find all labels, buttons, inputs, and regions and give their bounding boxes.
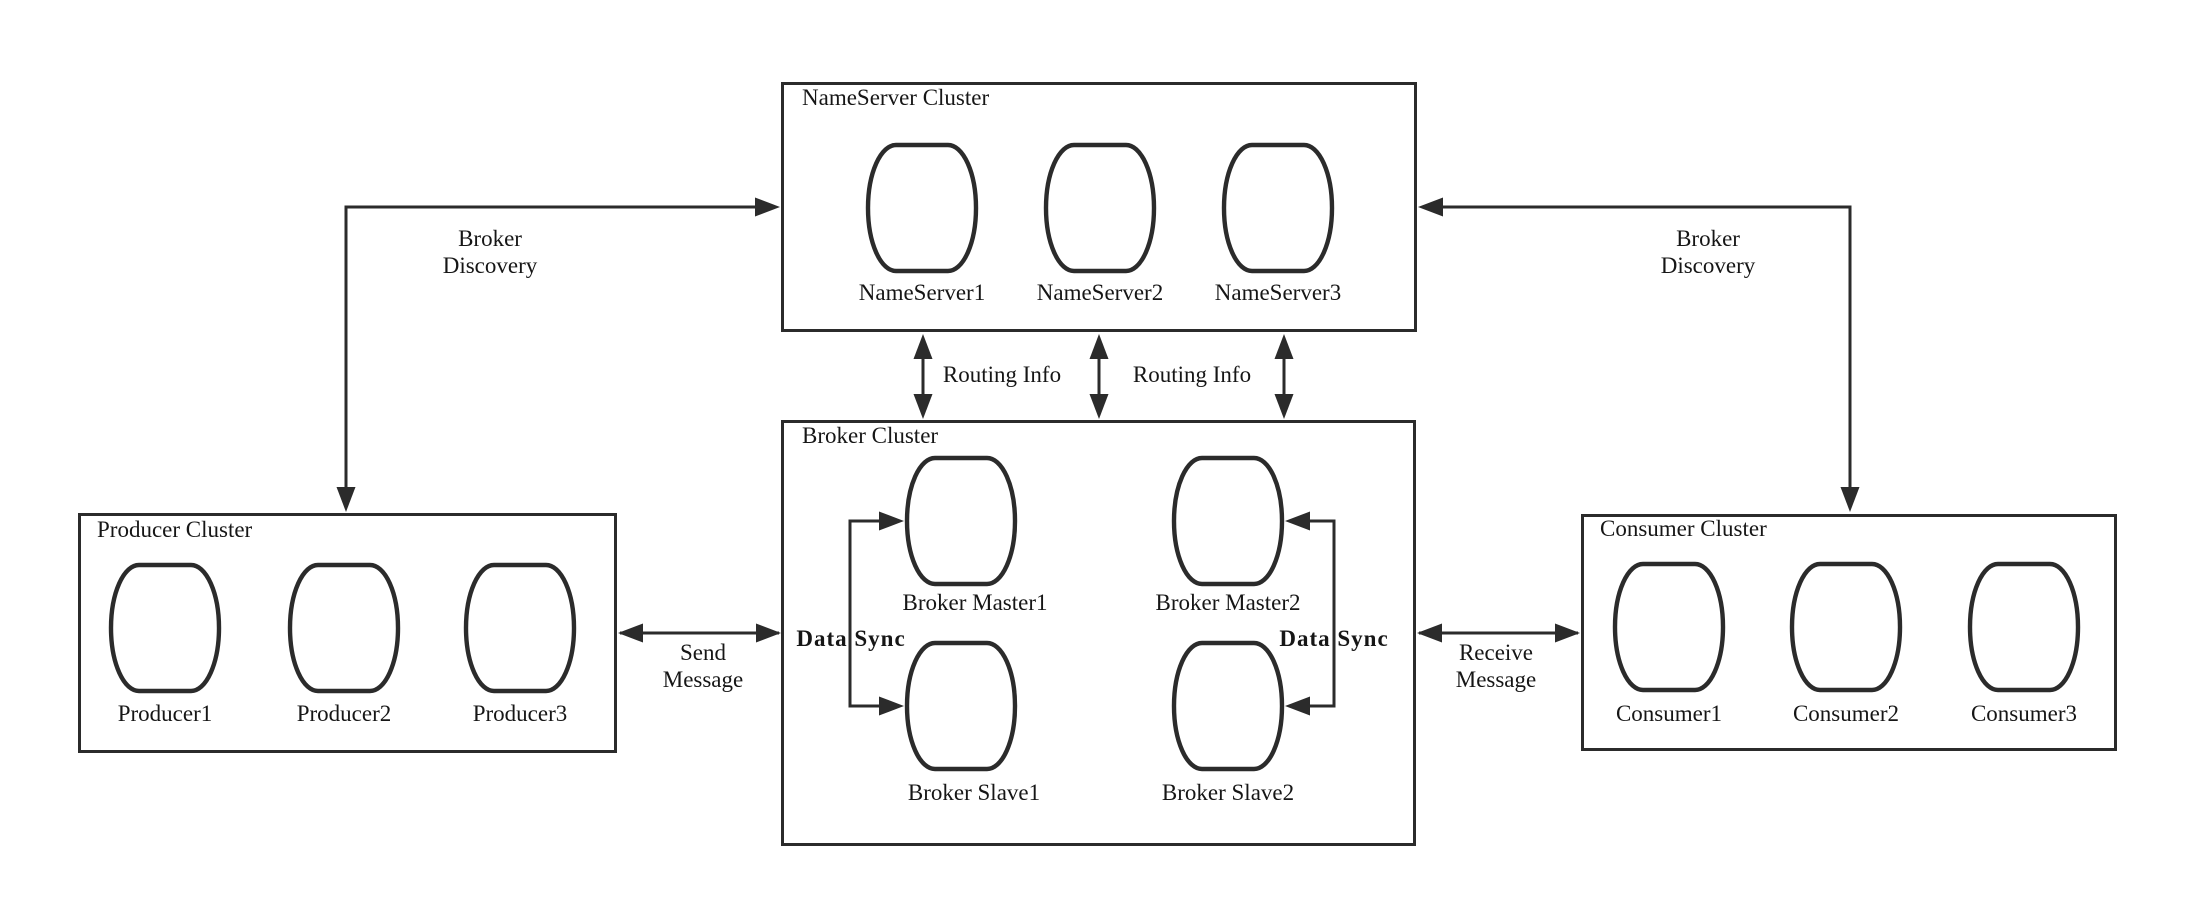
svg-text:Producer3: Producer3 xyxy=(473,701,568,726)
svg-text:Producer2: Producer2 xyxy=(297,701,392,726)
svg-text:Routing Info: Routing Info xyxy=(943,362,1061,387)
svg-text:NameServer3: NameServer3 xyxy=(1215,280,1341,305)
svg-text:Consumer2: Consumer2 xyxy=(1793,701,1899,726)
svg-text:Routing Info: Routing Info xyxy=(1133,362,1251,387)
svg-text:Producer Cluster: Producer Cluster xyxy=(97,517,253,542)
svg-text:Discovery: Discovery xyxy=(443,253,538,278)
svg-text:Discovery: Discovery xyxy=(1661,253,1756,278)
svg-text:NameServer2: NameServer2 xyxy=(1037,280,1163,305)
svg-text:Data Sync: Data Sync xyxy=(796,626,905,651)
svg-text:Consumer3: Consumer3 xyxy=(1971,701,2077,726)
svg-text:NameServer1: NameServer1 xyxy=(859,280,985,305)
svg-text:Broker: Broker xyxy=(1676,226,1740,251)
svg-text:Broker Master1: Broker Master1 xyxy=(903,590,1048,615)
svg-text:Producer1: Producer1 xyxy=(118,701,213,726)
svg-text:Broker Cluster: Broker Cluster xyxy=(802,423,938,448)
svg-text:NameServer Cluster: NameServer Cluster xyxy=(802,85,989,110)
svg-text:Consumer1: Consumer1 xyxy=(1616,701,1722,726)
svg-text:Data Sync: Data Sync xyxy=(1279,626,1388,651)
svg-text:Send: Send xyxy=(680,640,727,665)
svg-text:Receive: Receive xyxy=(1459,640,1533,665)
svg-text:Broker Slave1: Broker Slave1 xyxy=(908,780,1040,805)
svg-text:Message: Message xyxy=(663,667,743,692)
svg-text:Broker Master2: Broker Master2 xyxy=(1156,590,1301,615)
svg-text:Message: Message xyxy=(1456,667,1536,692)
svg-text:Broker Slave2: Broker Slave2 xyxy=(1162,780,1294,805)
svg-text:Broker: Broker xyxy=(458,226,522,251)
svg-text:Consumer Cluster: Consumer Cluster xyxy=(1600,516,1767,541)
